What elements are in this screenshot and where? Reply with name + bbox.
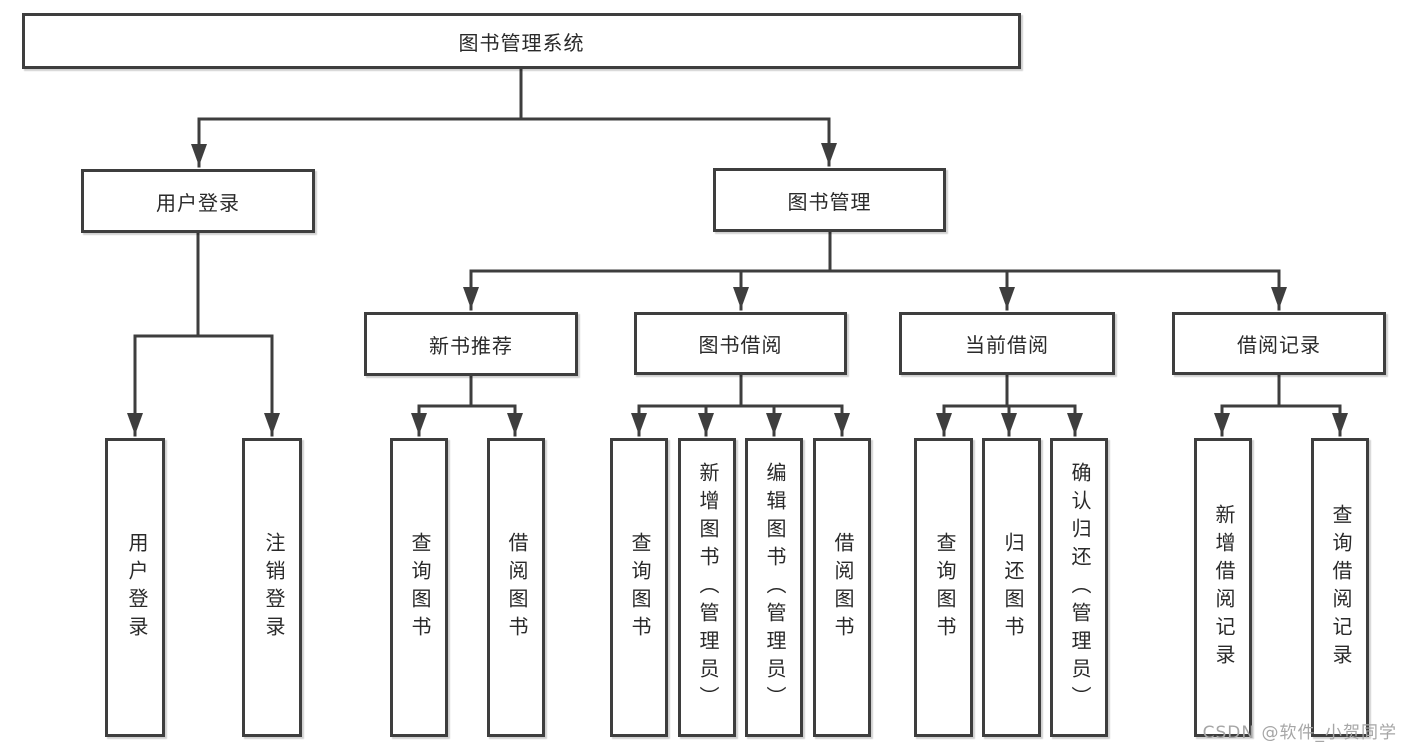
node-borrow-books-recommend: 借阅图书 [487, 438, 545, 737]
node-logout: 注销登录 [242, 438, 302, 737]
node-current-borrowing: 当前借阅 [899, 312, 1115, 375]
node-return-books: 归还图书 [982, 438, 1041, 737]
node-edit-books-admin: 编辑图书（管理员） [745, 438, 803, 737]
node-query-books-borrowing: 查询图书 [610, 438, 668, 737]
node-borrowing-records: 借阅记录 [1172, 312, 1386, 375]
node-new-book-recommendation: 新书推荐 [364, 312, 578, 376]
node-borrow-books-borrowing: 借阅图书 [813, 438, 871, 737]
node-add-books-admin: 新增图书（管理员） [678, 438, 736, 737]
node-user-login: 用户登录 [81, 169, 315, 233]
watermark: CSDN @软件_小贺同学 [1202, 723, 1397, 743]
node-add-borrowing-record: 新增借阅记录 [1194, 438, 1252, 737]
node-confirm-return-admin: 确认归还（管理员） [1050, 438, 1108, 737]
node-book-borrowing: 图书借阅 [634, 312, 847, 375]
node-query-books-recommend: 查询图书 [390, 438, 448, 737]
node-user-login-leaf: 用户登录 [105, 438, 165, 737]
node-query-borrowing-record: 查询借阅记录 [1311, 438, 1369, 737]
node-query-books-current: 查询图书 [914, 438, 973, 737]
node-book-management: 图书管理 [713, 168, 946, 232]
node-library-management-system: 图书管理系统 [22, 13, 1021, 69]
